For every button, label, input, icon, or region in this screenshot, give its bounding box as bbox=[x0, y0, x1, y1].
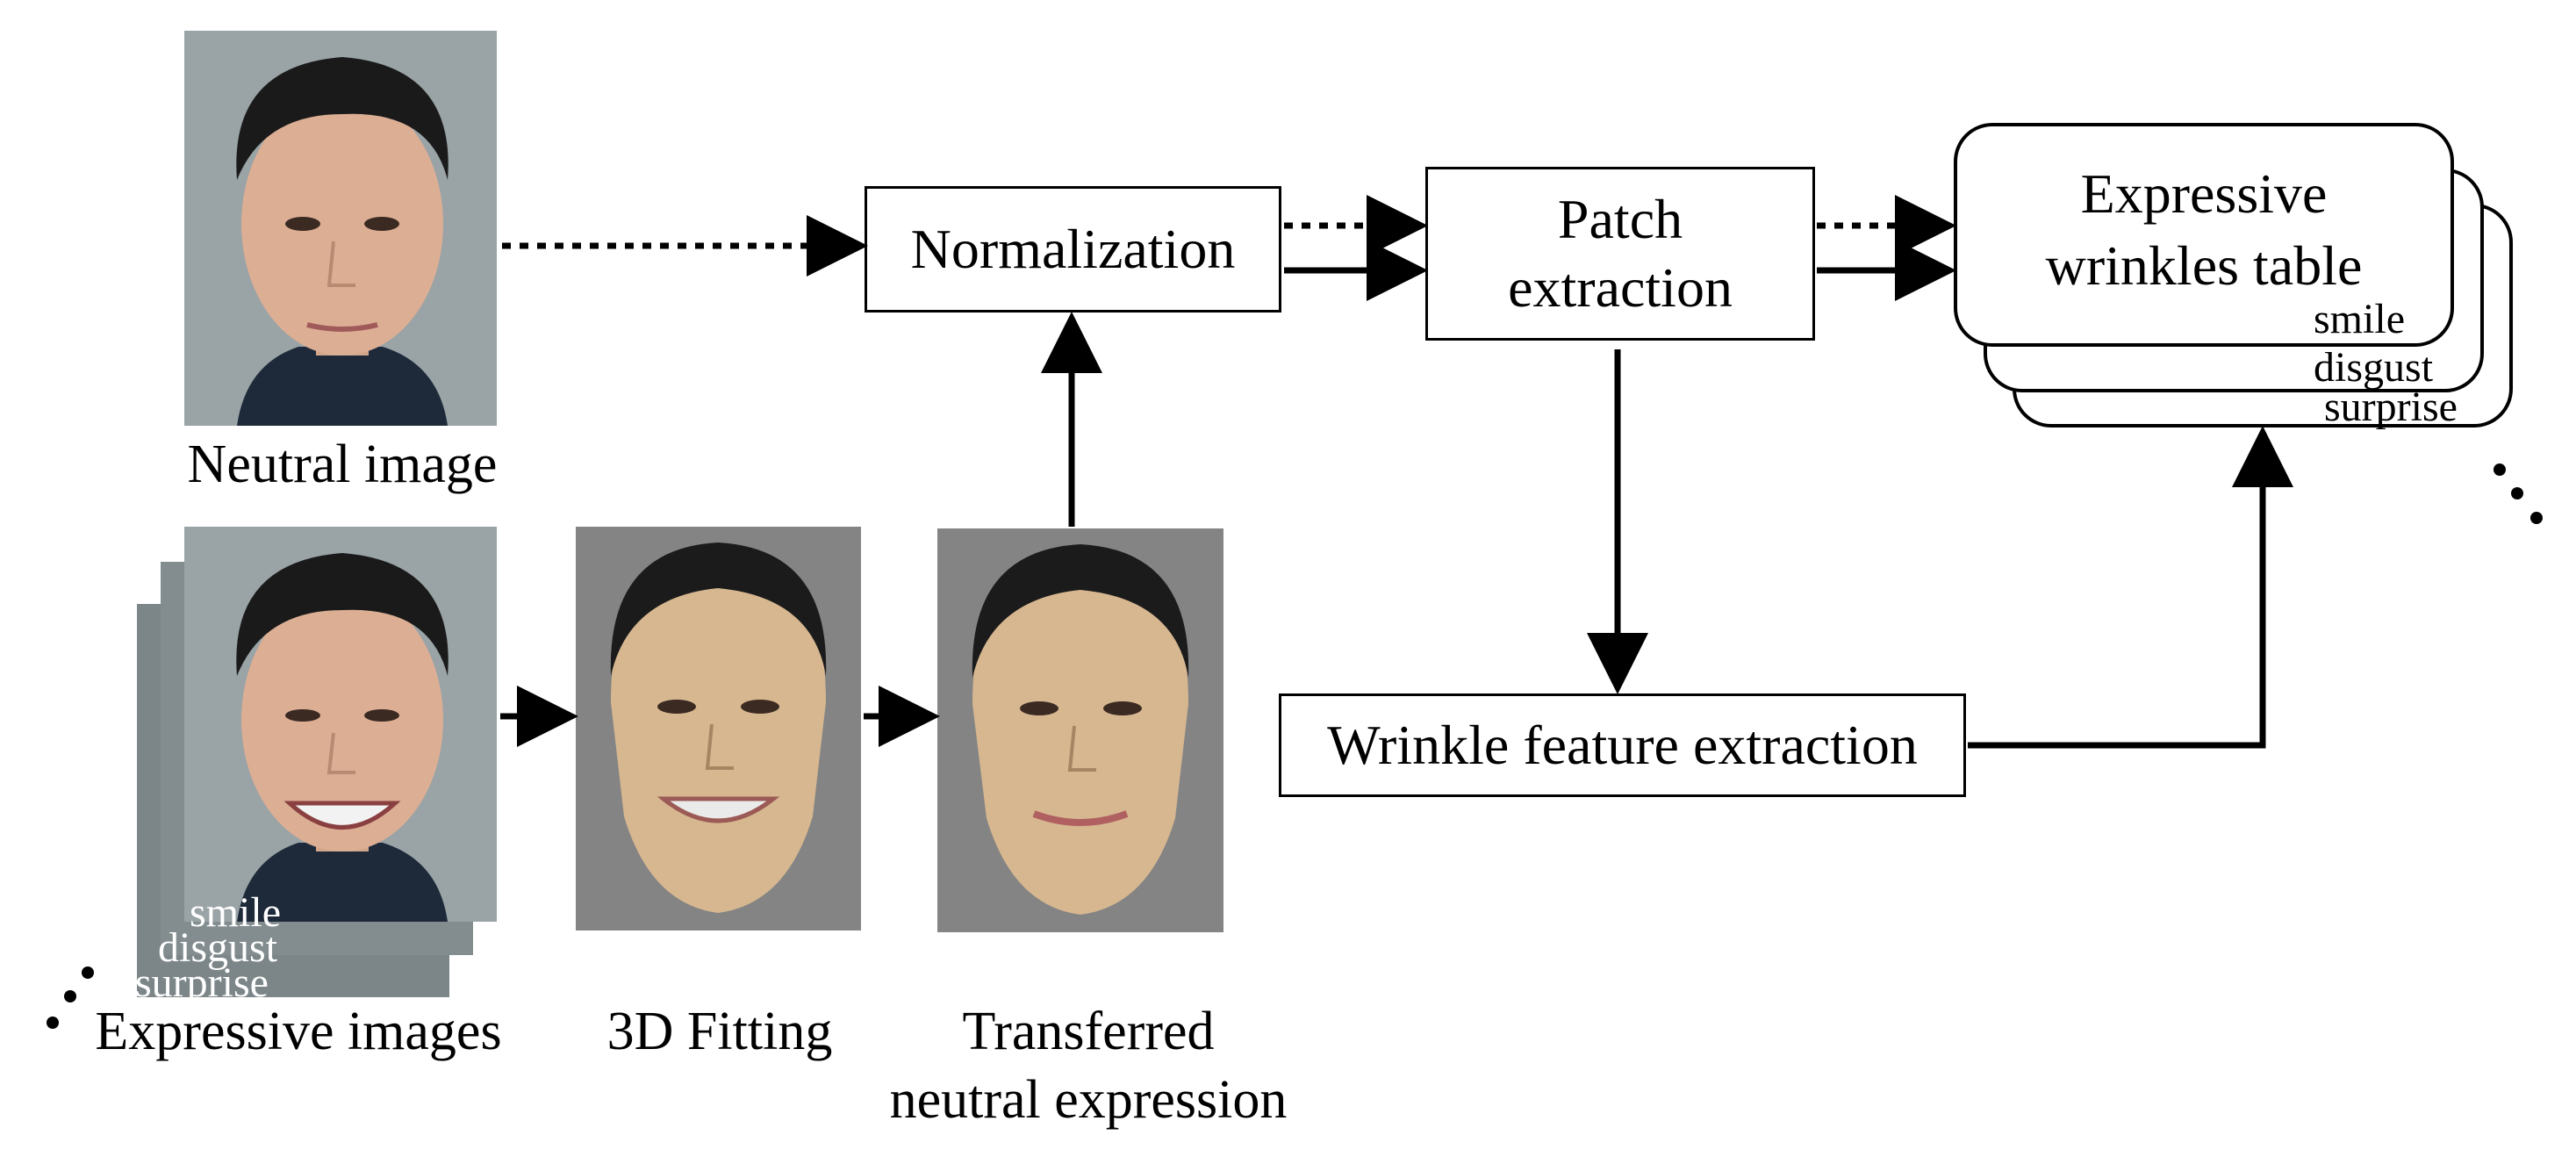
patch-extraction-label-line1: Patch bbox=[1557, 188, 1683, 250]
3d-fitted-face bbox=[576, 527, 861, 930]
image-label-surprise: surprise bbox=[135, 959, 269, 1006]
caption-neutral-image: Neutral image bbox=[187, 435, 498, 494]
ellipsis-dot bbox=[2511, 487, 2523, 499]
arrow-wrinkle-feature-to-table bbox=[1968, 426, 2293, 749]
caption-transferred-line2: neutral expression bbox=[889, 1070, 1288, 1130]
image-label-disgust: disgust bbox=[158, 924, 278, 971]
expressive-table-title-line1: Expressive bbox=[2080, 162, 2328, 225]
ellipsis-dot bbox=[82, 966, 94, 979]
caption-expressive-images: Expressive images bbox=[95, 1002, 502, 1061]
wrinkle-feature-extraction-box: Wrinkle feature extraction bbox=[1279, 693, 1966, 797]
normalization-label: Normalization bbox=[910, 218, 1236, 280]
expressive-table-title: Expressive wrinkles table bbox=[1954, 158, 2454, 302]
ellipsis-dot bbox=[47, 1017, 59, 1029]
table-card-front bbox=[1954, 123, 2454, 347]
patch-extraction-label-line2: extraction bbox=[1508, 256, 1733, 319]
face-icon bbox=[184, 31, 497, 426]
table-label-smile: smile bbox=[2314, 296, 2405, 342]
caption-transferred: Transferred neutral expression bbox=[860, 997, 1317, 1134]
expressive-table-title-line2: wrinkles table bbox=[2045, 234, 2363, 297]
table-label-surprise: surprise bbox=[2324, 384, 2458, 430]
transferred-neutral-face bbox=[937, 528, 1223, 932]
face-icon bbox=[184, 527, 497, 922]
ellipsis-dot bbox=[64, 990, 76, 1002]
image-label-smile: smile bbox=[190, 889, 281, 936]
ellipsis-dot bbox=[2493, 463, 2506, 476]
face-icon bbox=[937, 528, 1223, 932]
caption-transferred-line1: Transferred bbox=[962, 1002, 1215, 1061]
face-icon bbox=[576, 527, 861, 930]
expressive-photo-front bbox=[184, 527, 497, 922]
patch-extraction-box: Patch extraction bbox=[1425, 167, 1815, 341]
wrinkle-feature-extraction-label: Wrinkle feature extraction bbox=[1327, 714, 1918, 776]
caption-3d-fitting: 3D Fitting bbox=[606, 1002, 833, 1061]
ellipsis-dot bbox=[2530, 512, 2543, 524]
table-label-disgust: disgust bbox=[2314, 344, 2434, 391]
normalization-box: Normalization bbox=[865, 186, 1281, 313]
neutral-face-photo bbox=[184, 31, 497, 426]
